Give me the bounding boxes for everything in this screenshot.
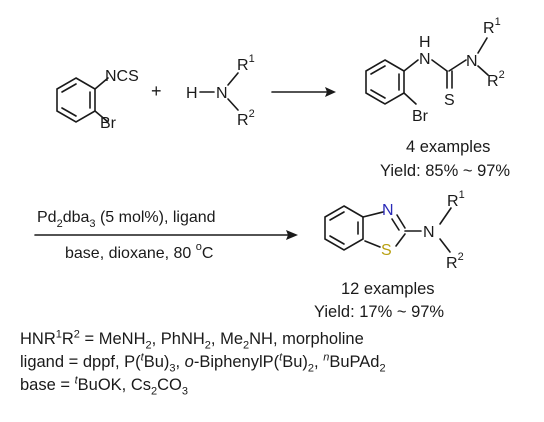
thiourea-s: S (444, 92, 455, 109)
benzothiazole-ring-n: N (382, 202, 394, 219)
thiourea-yield: Yield: 85% ~ 97% (380, 162, 510, 180)
reaction-scheme: NCS Br + H N R1 R2 H N N S Br R1 R2 4 ex… (34, 16, 510, 321)
svg-text:R1: R1 (483, 16, 501, 37)
svg-text:R2: R2 (487, 69, 505, 90)
benzothiazole-yield: Yield: 17% ~ 97% (314, 303, 444, 321)
thiourea-n: N (466, 53, 478, 70)
svg-text:R2: R2 (446, 251, 464, 272)
svg-text:R1: R1 (447, 189, 465, 210)
thiourea-nh-n: N (419, 51, 431, 68)
amine-n: N (216, 85, 228, 102)
thiourea-nh-h: H (419, 34, 431, 51)
benzothiazole-examples: 12 examples (341, 280, 435, 298)
note-ligands: ligand = dppf, P(tBu)3, o-BiphenylP(tBu)… (20, 351, 386, 375)
svg-text:R1: R1 (237, 53, 255, 74)
reactant1-benzene-ring (56, 77, 96, 123)
benzothiazole-ring-s: S (381, 242, 392, 259)
thiourea-examples: 4 examples (406, 138, 490, 156)
note-base: base = tBuOK, Cs2CO3 (20, 374, 189, 398)
conditions-below-arrow: base, dioxane, 80 oC (65, 241, 213, 262)
svg-text:R2: R2 (237, 108, 255, 129)
br-label-reactant1: Br (100, 115, 117, 132)
amine-h: H (186, 85, 198, 102)
thiourea-benzene-ring (365, 59, 405, 105)
reagent-notes: HNR1R2 = MeNH2, PhNH2, Me2NH, morpholine… (20, 328, 386, 397)
benzothiazole-n: N (423, 224, 435, 241)
note-amines: HNR1R2 = MeNH2, PhNH2, Me2NH, morpholine (20, 328, 364, 352)
plus-sign: + (151, 81, 162, 101)
conditions-above-arrow: Pd2dba3 (5 mol%), ligand (37, 209, 216, 230)
benzothiazole-rings (324, 205, 406, 251)
thiourea-br: Br (412, 108, 429, 125)
ncs-label: NCS (105, 68, 139, 85)
